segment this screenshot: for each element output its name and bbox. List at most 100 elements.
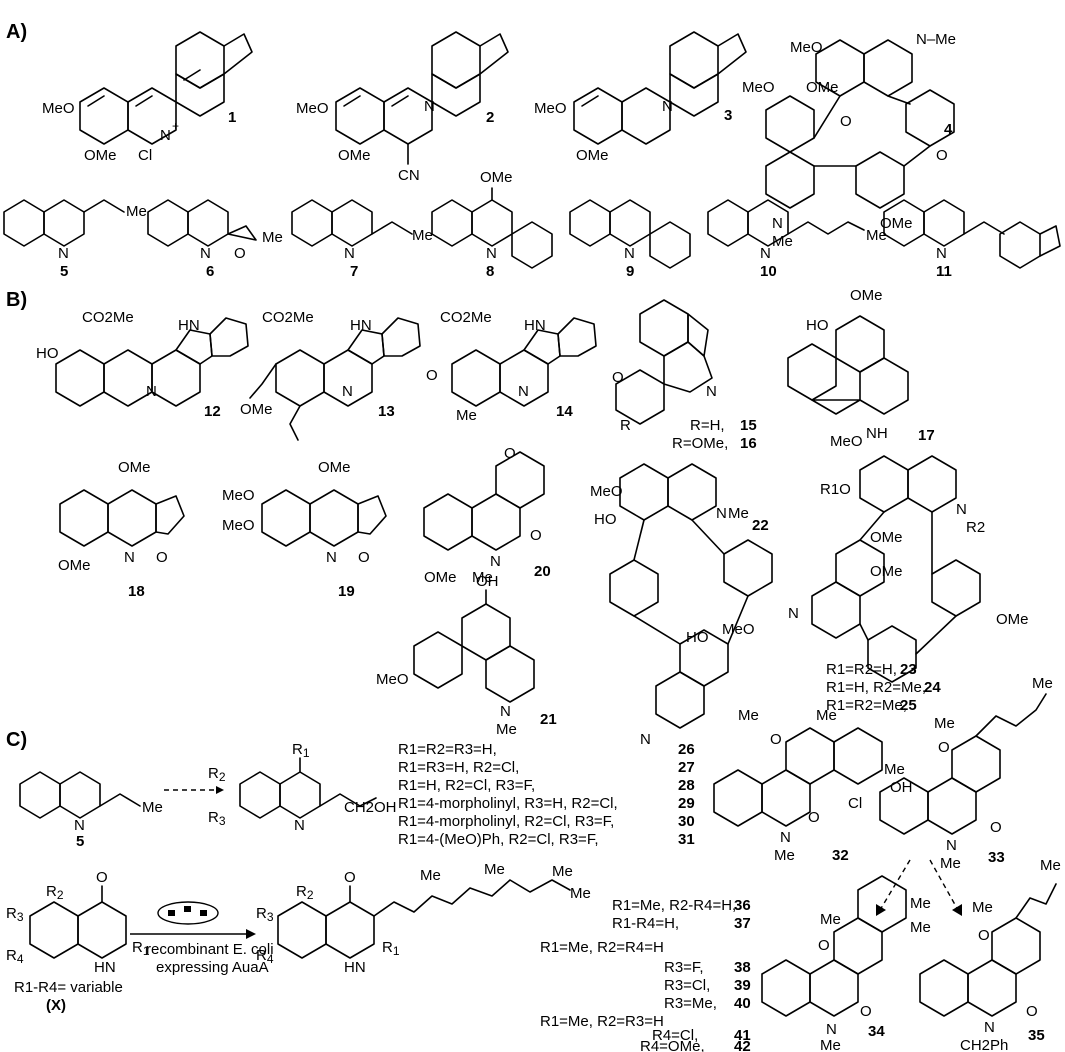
row-31-num: 31 — [678, 831, 695, 848]
o-34: O — [818, 937, 830, 954]
arrow-text-2: expressing AuaA — [156, 959, 269, 976]
ho-17: HO — [806, 317, 829, 334]
nh-17: NH — [866, 425, 888, 442]
compound-2-label: 2 — [486, 109, 494, 126]
o-4a: O — [840, 113, 852, 130]
structure-20 — [423, 451, 545, 551]
structure-4 — [765, 39, 955, 209]
ome-8: OMe — [480, 169, 513, 186]
structure-18 — [59, 489, 185, 547]
n-13: N — [342, 383, 353, 400]
r2-x: R2 — [46, 883, 64, 902]
r1-x: R1 — [132, 939, 150, 958]
dashed-arrow-c1 — [164, 786, 224, 794]
n-plus-1: N — [160, 127, 171, 144]
r4-36: R4 — [256, 947, 274, 966]
r1-c26: R1 — [292, 741, 310, 760]
structure-7 — [291, 199, 413, 247]
ome-20: OMe — [424, 569, 457, 586]
compound-10-label: 10 — [760, 263, 777, 280]
me-35b: Me — [972, 899, 993, 916]
me-33b: Me — [934, 715, 955, 732]
ome-23a: OMe — [870, 529, 903, 546]
row-38-group: R1=Me, R2=R4=H — [540, 939, 664, 956]
meo-3: MeO — [534, 100, 567, 117]
o-19: O — [358, 549, 370, 566]
ch2oh-c26: CH2OH — [344, 799, 397, 816]
section-label-a: A) — [6, 21, 27, 43]
n-20: N — [490, 553, 501, 570]
compound-5-label: 5 — [60, 263, 68, 280]
structure-32 — [713, 727, 883, 827]
me-34b: Me — [910, 895, 931, 912]
me-34c: Me — [910, 919, 931, 936]
n-6: N — [200, 245, 211, 262]
n-23: N — [956, 501, 967, 518]
r3-36: R3 — [256, 905, 274, 924]
nme-4: N–Me — [916, 31, 956, 48]
n-22: N — [716, 505, 727, 522]
compound-18-label: 18 — [128, 583, 145, 600]
scheme-c-table: R1=R2=R3=H, 26 R1=R3=H, R2=Cl, 27 R1=H, … — [398, 741, 695, 848]
me-36a: Me — [420, 867, 441, 884]
n-12: N — [146, 383, 157, 400]
n-32: N — [780, 829, 791, 846]
ome-22: MeO — [722, 621, 755, 638]
row-27-text: R1=R3=H, R2=Cl, — [398, 759, 519, 776]
r-15: R — [620, 417, 631, 434]
ome-4b: OMe — [880, 215, 913, 232]
compound-7-label: 7 — [350, 263, 358, 280]
ho-22: HO — [594, 511, 617, 528]
row-27-num: 27 — [678, 759, 695, 776]
scheme-d-table: R1=Me, R2-R4=H, 36 R1-R4=H, 37 R1=Me, R2… — [540, 897, 751, 1052]
n-5: N — [58, 245, 69, 262]
r25-label: R1=R2=Me, — [826, 697, 907, 714]
meo-22: MeO — [590, 483, 623, 500]
n-34: N — [826, 1021, 837, 1038]
compound-8-label: 8 — [486, 263, 494, 280]
structure-x — [29, 885, 127, 959]
compound-24-label: 24 — [924, 679, 941, 696]
meo-1: MeO — [42, 100, 75, 117]
row-31-text: R1=4-(MeO)Ph, R2=Cl, R3=F, — [398, 831, 599, 848]
compound-22-label: 22 — [752, 517, 769, 534]
structure-15-16 — [615, 299, 713, 425]
co2me-13: CO2Me — [262, 309, 314, 326]
o-36: O — [344, 869, 356, 886]
o-32: O — [770, 731, 782, 748]
cn-2: CN — [398, 167, 420, 184]
ch2ph-35: CH2Ph — [960, 1037, 1008, 1052]
ome-4a: OMe — [806, 79, 839, 96]
ome-18-top: OMe — [118, 459, 151, 476]
compound-25-label: 25 — [900, 697, 917, 714]
compound-34-label: 34 — [868, 1023, 885, 1040]
n-14: N — [518, 383, 529, 400]
n-8: N — [486, 245, 497, 262]
dashed-arrow-c3 — [929, 859, 962, 916]
n-c26: N — [294, 817, 305, 834]
compound-c5-label: 5 — [76, 833, 84, 850]
n-19: N — [326, 549, 337, 566]
row-39-num: 39 — [734, 977, 751, 994]
row-26-text: R1=R2=R3=H, — [398, 741, 497, 758]
cl-1: Cl — [138, 147, 152, 164]
me-5: Me — [126, 203, 147, 220]
structure-8 — [431, 187, 553, 269]
arrow-text-1: recombinant E. coli — [146, 941, 274, 958]
ome-3: OMe — [576, 147, 609, 164]
structure-12 — [55, 317, 249, 407]
o-14: O — [426, 367, 438, 384]
row-26-num: 26 — [678, 741, 695, 758]
row-36-num: 36 — [734, 897, 751, 914]
cl-32: Cl — [848, 795, 862, 812]
structure-34 — [761, 875, 907, 1017]
r1o-23: R1O — [820, 481, 851, 498]
r3-x: R3 — [6, 905, 24, 924]
r2-36: R2 — [296, 883, 314, 902]
n-21: N — [500, 703, 511, 720]
nh-x: HN — [94, 959, 116, 976]
compound-4-label: 4 — [944, 121, 953, 138]
row-41-num: 41 — [734, 1027, 751, 1044]
meo-21: MeO — [376, 671, 409, 688]
ome-1: OMe — [84, 147, 117, 164]
